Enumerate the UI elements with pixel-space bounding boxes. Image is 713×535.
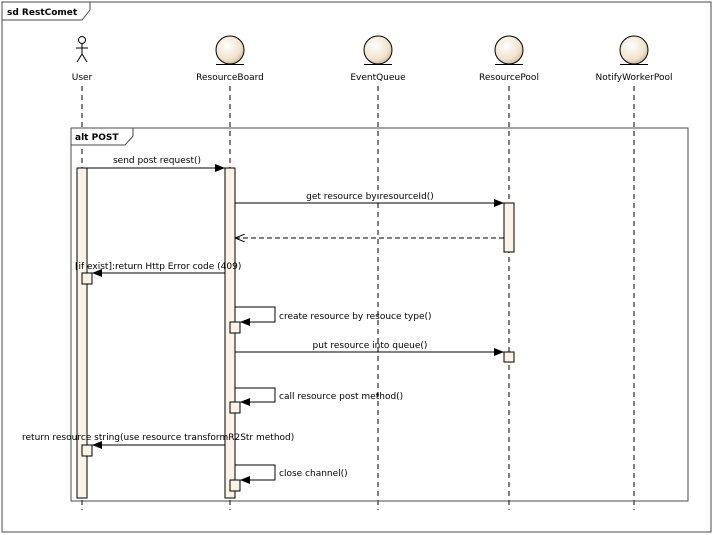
messages <box>87 164 504 484</box>
lifeline-label-eventqueue: EventQueue <box>350 73 406 83</box>
activation-resourceboard-create <box>229 321 241 334</box>
activation-user-error <box>81 272 93 285</box>
lifeline-resourcepool: ResourcePool <box>479 35 539 83</box>
message-label-call-post: call resource post method() <box>279 392 403 402</box>
lifeline-resourceboard: ResourceBoard <box>196 35 264 83</box>
message-label-return-string: return resource string(use resource tran… <box>22 433 294 443</box>
lifeline-label-notifyworkerpool: NotifyWorkerPool <box>596 73 673 83</box>
activation-resourceboard-close <box>229 479 241 492</box>
lifeline-label-resourceboard: ResourceBoard <box>196 73 264 83</box>
entity-icon <box>215 35 245 65</box>
message-arrow-create <box>235 306 276 326</box>
activation-user-result <box>81 444 93 457</box>
message-label-send-post: send post request() <box>113 156 201 166</box>
lifeline-user: User <box>72 36 93 83</box>
entity-icon <box>363 35 393 65</box>
entity-icon <box>619 35 649 65</box>
lifeline-label-resourcepool: ResourcePool <box>479 73 539 83</box>
frame-tab <box>1 1 91 21</box>
activation-resourcepool-get <box>503 202 515 253</box>
fragment-alt-post <box>70 127 689 502</box>
fragment-tab <box>70 127 134 146</box>
entity-icon <box>494 35 524 65</box>
activation-resourcepool-put <box>503 351 515 363</box>
message-label-put: put resource into queue() <box>313 341 428 351</box>
fragment-label: alt POST <box>75 133 119 143</box>
activations <box>76 167 515 499</box>
actor-icon <box>76 36 88 63</box>
message-arrow-close-channel <box>235 464 276 484</box>
message-arrow-call-post <box>235 387 276 406</box>
lifeline-label-user: User <box>72 73 93 83</box>
message-label-create: create resource by resouce type() <box>279 312 432 322</box>
activation-user <box>76 167 88 499</box>
activation-resourceboard-post <box>229 401 241 414</box>
frame-label: sd RestComet <box>7 8 78 18</box>
lifeline-notifyworkerpool: NotifyWorkerPool <box>596 35 673 83</box>
message-label-close-channel: close channel() <box>279 469 348 479</box>
message-label-get-resource: get resource by resourceId() <box>306 192 434 202</box>
lifeline-eventqueue: EventQueue <box>350 35 406 83</box>
message-label-error: [if exist]:return Http Error code (409) <box>75 262 241 272</box>
